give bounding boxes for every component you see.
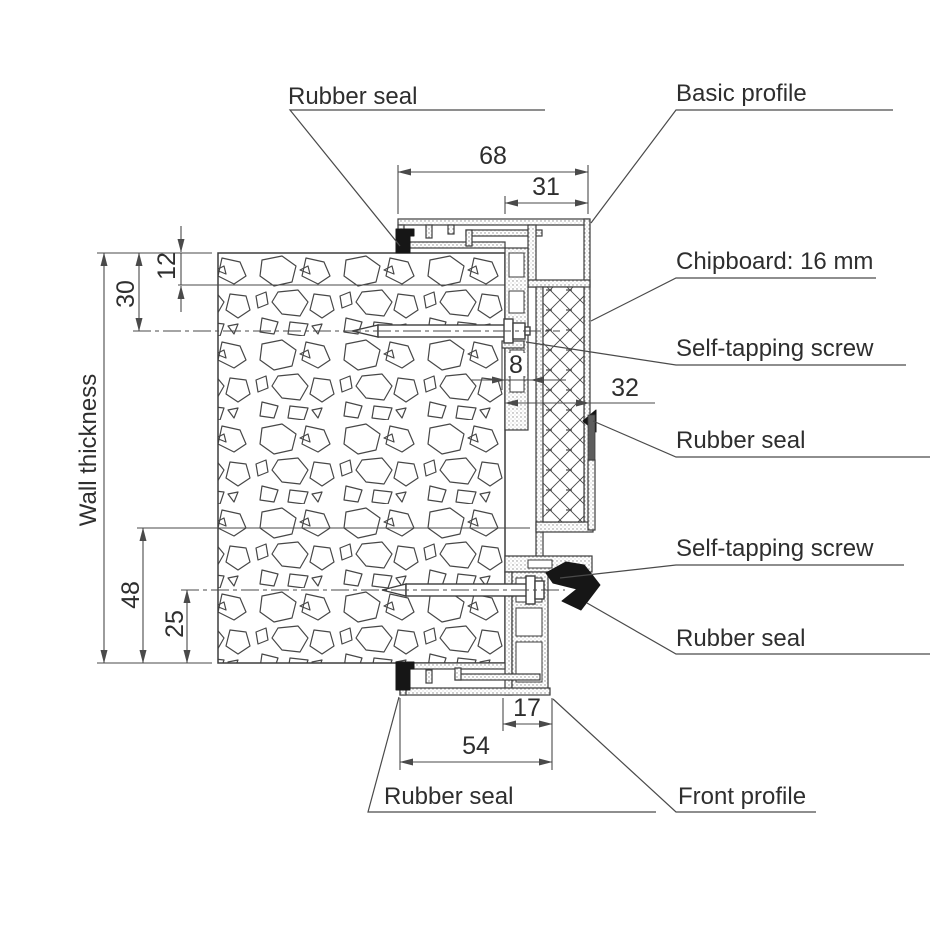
callout-front-profile: Front profile [552,698,816,813]
wall-thickness-label: Wall thickness [75,374,102,526]
self-tapping-screw-upper-label: Self-tapping screw [676,335,874,362]
screw-axis-lines [133,330,565,591]
rubber-seal-top-gasket [395,228,415,254]
dimension-54: 54 [399,698,553,770]
front-profile-label: Front profile [678,783,806,810]
dimension-32: 32 [504,374,655,407]
dimension-68-value: 68 [479,142,507,170]
dimension-68: 68 [397,142,589,214]
callout-rubber-seal-mid: Rubber seal [592,420,930,458]
rubber-seal-bottom-label: Rubber seal [384,783,513,810]
dimension-48-value: 48 [117,581,145,609]
top-frame-profile [397,218,590,249]
callout-self-tapping-screw-lower: Self-tapping screw [559,535,904,579]
dimension-32-value: 32 [611,374,639,402]
dimension-31-value: 31 [532,173,560,201]
chipboard-panel [542,286,585,523]
dimension-17: 17 [502,694,553,770]
dimension-48: 48 [117,527,147,664]
dimension-17-value: 17 [513,694,541,722]
dimension-25: 25 [161,589,191,664]
basic-profile-label: Basic profile [676,80,807,107]
callout-rubber-seal-bottom: Rubber seal [367,696,656,813]
chipboard-label: Chipboard: 16 mm [676,248,873,275]
rubber-seal-mid-gasket [582,409,597,531]
dimension-31: 31 [504,173,589,214]
dimension-12-value: 12 [153,252,181,280]
dimension-25-value: 25 [161,610,189,638]
dimension-8-value: 8 [509,351,523,379]
reference-lines [137,284,536,529]
callout-rubber-seal-top: Rubber seal [288,83,545,247]
dimension-12: 12 [153,226,185,312]
callout-chipboard: Chipboard: 16 mm [590,248,876,322]
rubber-seal-mid-label: Rubber seal [676,427,805,454]
callout-rubber-seal-lower: Rubber seal [586,602,930,655]
self-tapping-screw-lower-label: Self-tapping screw [676,535,874,562]
dimension-wall-thickness: Wall thickness [75,252,212,664]
rubber-seal-lower-label: Rubber seal [676,625,805,652]
dimension-54-value: 54 [462,732,490,760]
wall-section [217,252,506,664]
rubber-seal-bottom-gasket [395,661,415,691]
dimension-8: 8 [471,345,566,390]
rubber-seal-lower-gasket [545,561,601,611]
callout-basic-profile: Basic profile [590,80,893,224]
dimension-30-value: 30 [112,280,140,308]
rubber-seal-top-label: Rubber seal [288,83,417,110]
dimension-30: 30 [112,252,143,332]
callout-self-tapping-screw-upper: Self-tapping screw [525,335,906,366]
